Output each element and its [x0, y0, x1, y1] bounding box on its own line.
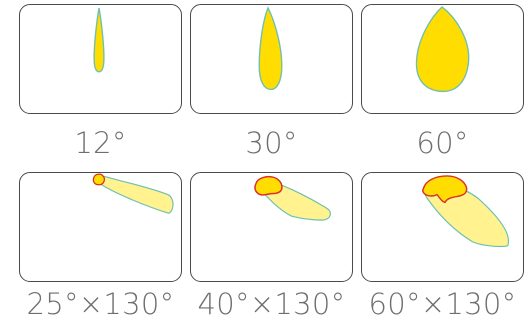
- beam-panel-30: [190, 4, 353, 114]
- beam-cone-30: [258, 6, 283, 91]
- beam-flood-60-diagram: [415, 6, 470, 93]
- beam-asym-40x130-diagram: [254, 175, 331, 221]
- beam-cone-12: [93, 7, 105, 73]
- beam-angle-label-40x130: 40°×130°: [197, 287, 346, 321]
- beam-angle-label-30: 30°: [245, 126, 298, 160]
- beam-asym-60x130-diagram: [421, 175, 510, 248]
- beam-cone-60: [415, 6, 470, 93]
- beam-panel-12: [19, 4, 182, 114]
- beam-angle-label-60x130: 60°×130°: [368, 287, 517, 321]
- beam-spot-30-diagram: [258, 6, 283, 91]
- beam-panel-60x130: [361, 172, 524, 282]
- beam-hotspot-60x130: [421, 175, 468, 204]
- beam-hotspot-25x130: [92, 173, 105, 186]
- beam-throw-25x130: [96, 174, 174, 214]
- beam-panel-25x130: [19, 172, 182, 282]
- beam-angle-label-12: 12°: [74, 126, 127, 160]
- beam-spot-12-diagram: [93, 7, 105, 73]
- beam-hotspot-40x130: [254, 175, 283, 196]
- beam-asym-25x130-diagram: [92, 173, 174, 214]
- beam-panel-60: [361, 4, 524, 114]
- beam-angle-label-25x130: 25°×130°: [26, 287, 175, 321]
- beam-panel-40x130: [190, 172, 353, 282]
- beam-angle-label-60: 60°: [416, 126, 469, 160]
